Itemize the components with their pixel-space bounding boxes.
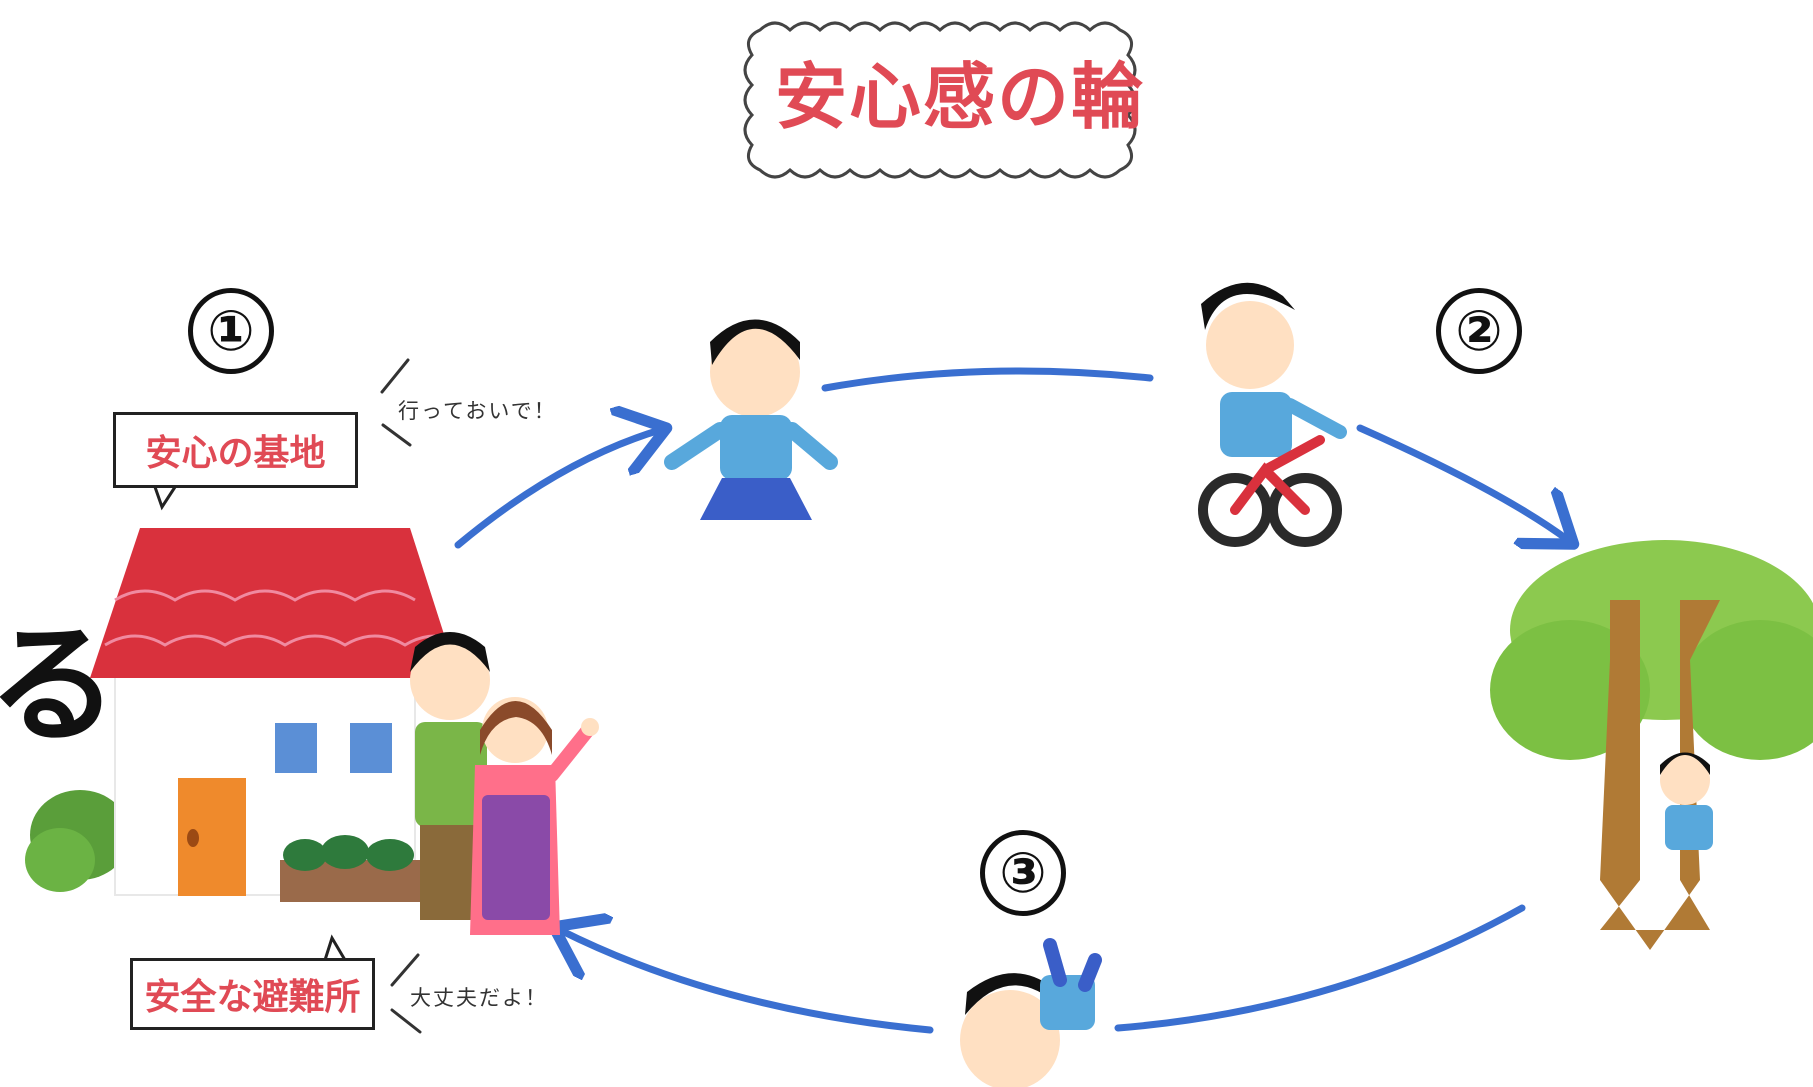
arrow-home-to-play: [454, 430, 660, 549]
secure-base-label: 安心の基地: [113, 412, 358, 488]
jumping-child-illustration: [664, 319, 838, 520]
base-label-tail: [153, 486, 177, 511]
house-illustration: [25, 528, 599, 935]
arrow-fall-to-home: [560, 930, 934, 1034]
tree-illustration: [1490, 540, 1813, 950]
cropped-edge-character: る: [0, 609, 119, 761]
speech-ok: 大丈夫だよ！: [410, 986, 548, 1010]
step-3-marker: ③: [980, 830, 1066, 916]
step-2-marker: ②: [1436, 288, 1522, 374]
title-cloud-frame: [743, 21, 1137, 179]
diagram-title: 安心感の輪: [774, 54, 1145, 139]
arrow-tree-to-fall: [1114, 904, 1526, 1032]
speech-mark-go: [380, 358, 412, 447]
arrow-bike-to-tree: [1356, 424, 1568, 540]
fallen-child-illustration: [960, 938, 1102, 1087]
step-1-marker: ①: [188, 288, 274, 374]
haven-label-tail: [323, 934, 347, 961]
speech-go: 行っておいで！: [398, 399, 557, 423]
bicycle-child-illustration: [1198, 282, 1347, 547]
arrow-play-to-bike: [821, 367, 1154, 392]
speech-mark-ok: [390, 953, 422, 1034]
safe-haven-label: 安全な避難所: [130, 958, 375, 1030]
